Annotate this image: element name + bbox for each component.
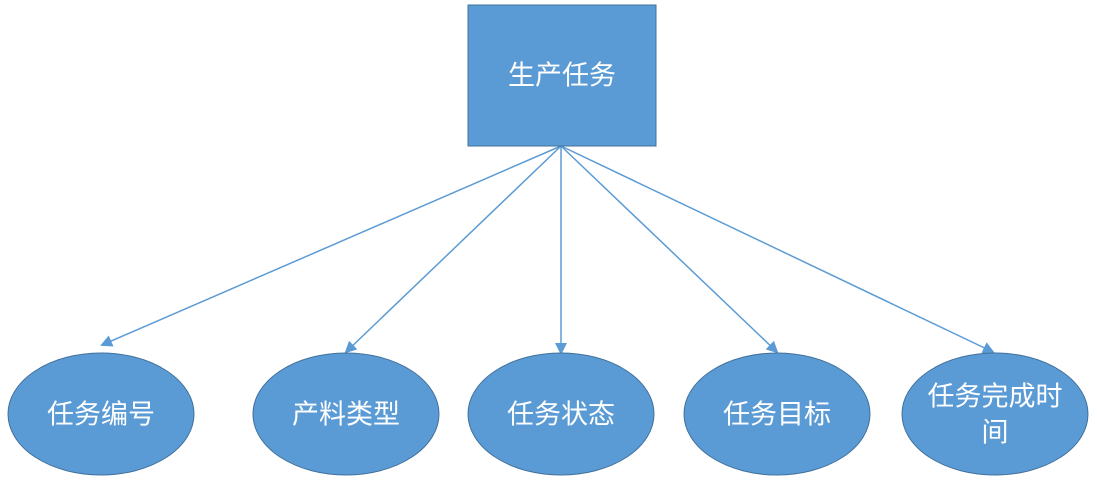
child-label-completion-time-line2: 间 [982, 418, 1009, 449]
child-label-task-status: 任务状态 [507, 400, 615, 431]
child-node-task-goal: 任务目标 [683, 352, 871, 476]
edge-root-to-material-type [344, 145, 562, 354]
child-label-material-type: 产料类型 [292, 400, 400, 431]
child-label-task-id: 任务编号 [47, 400, 155, 431]
child-label-task-goal: 任务目标 [723, 400, 831, 431]
child-label-completion-time-line1: 任务完成时 [928, 382, 1063, 413]
root-node: 生产任务 [467, 4, 657, 147]
edges [100, 145, 995, 355]
child-node-completion-time: 任务完成时 间 [901, 352, 1089, 476]
edge-root-to-task-id [100, 145, 562, 347]
child-node-task-status: 任务状态 [467, 352, 655, 476]
root-label: 生产任务 [508, 61, 616, 92]
child-node-material-type: 产料类型 [252, 352, 440, 476]
child-node-task-id: 任务编号 [7, 352, 195, 476]
edge-root-to-completion-time [560, 145, 995, 354]
edge-root-to-task-goal [560, 145, 779, 354]
